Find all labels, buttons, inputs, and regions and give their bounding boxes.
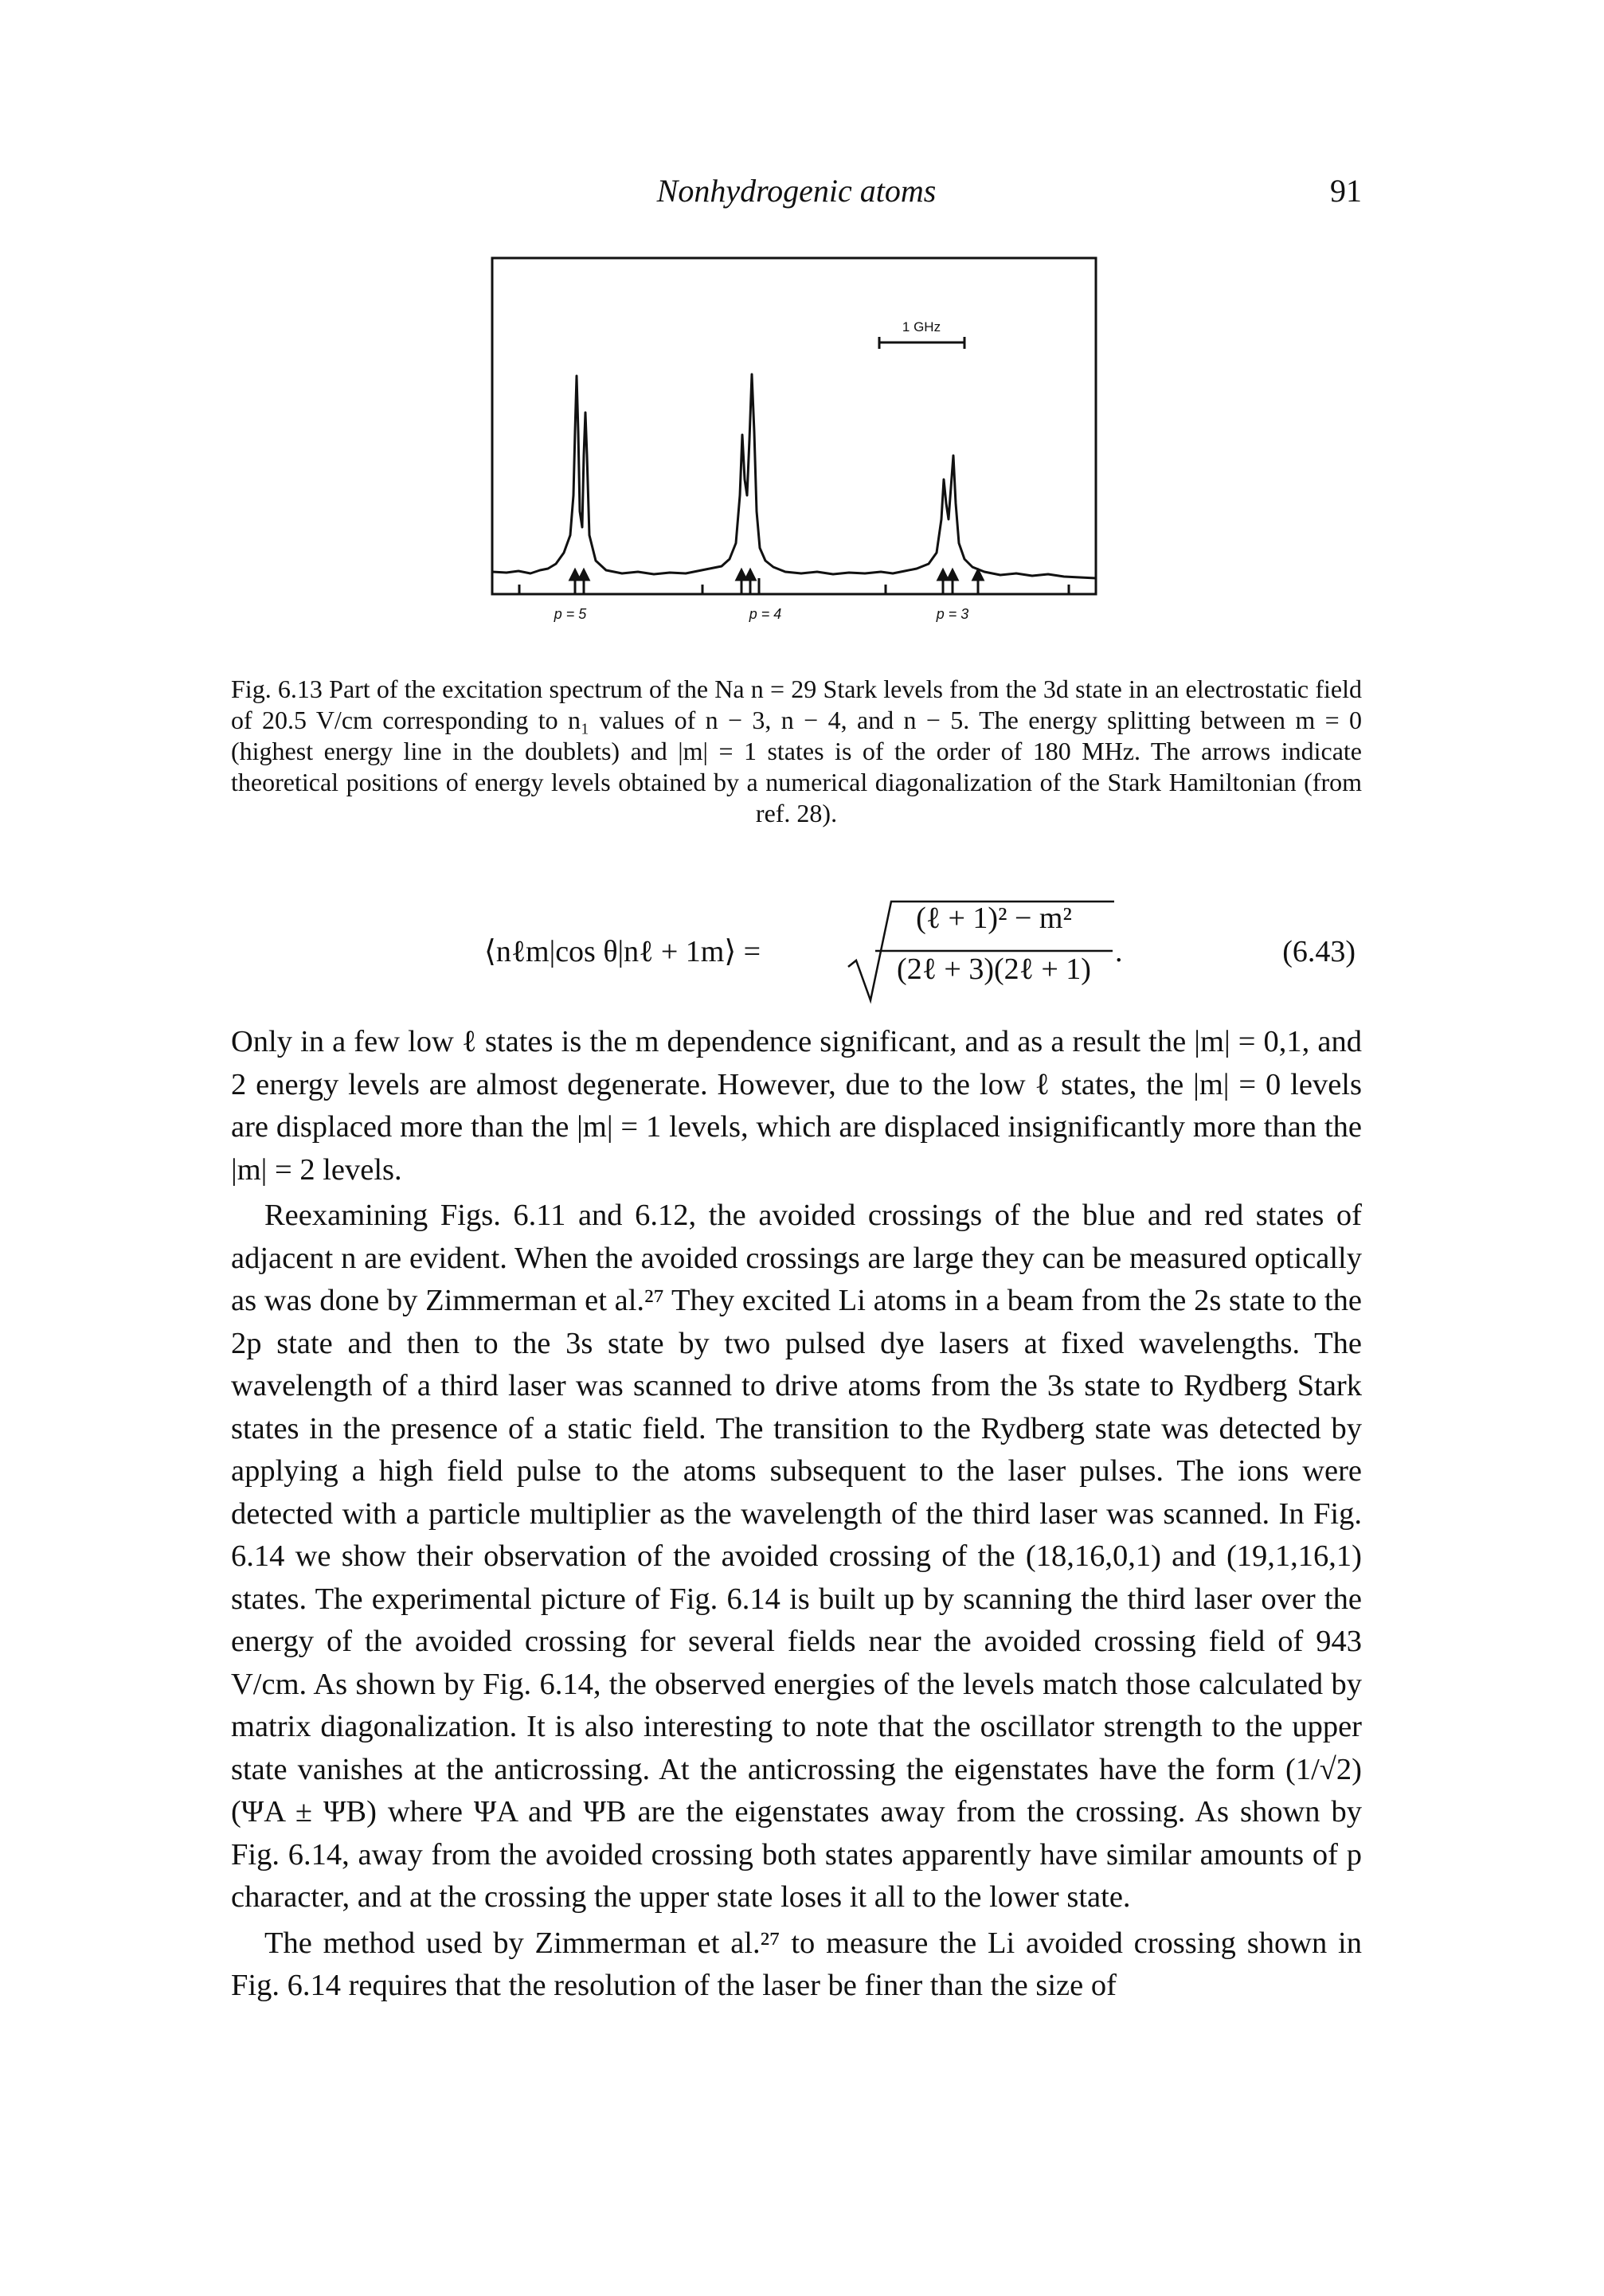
running-head: Nonhydrogenic atoms 91	[231, 167, 1362, 215]
equation-lhs: ⟨nℓm|cos θ|nℓ + 1m⟩ =	[484, 935, 761, 968]
axis-ticks	[518, 585, 1070, 594]
theory-arrows	[568, 567, 985, 594]
running-title: Nonhydrogenic atoms	[656, 173, 937, 209]
plot-frame	[491, 256, 1097, 596]
equation-6-43: ⟨nℓm|cos θ|nℓ + 1m⟩ = (ℓ + 1)² − m² (2ℓ …	[231, 897, 1362, 1008]
paragraph: Only in a few low ℓ states is the m depe…	[231, 1025, 1362, 1187]
equation-expression: ⟨nℓm|cos θ|nℓ + 1m⟩ = (ℓ + 1)² − m² (2ℓ …	[484, 897, 1201, 1008]
body-text: Only in a few low ℓ states is the m depe…	[231, 1021, 1362, 2011]
square-root-sign	[847, 900, 1114, 1004]
page-number: 91	[1330, 173, 1362, 209]
equation-period: .	[1115, 935, 1123, 968]
figure-caption: Fig. 6.13 Part of the excitation spectru…	[231, 675, 1362, 827]
equation-numerator: (ℓ + 1)² − m²	[916, 902, 1072, 935]
figure-6-13: 1 GHz p = 5 p = 4 p = 3	[491, 256, 1099, 631]
spectrum-trace	[491, 373, 1097, 580]
group-label-p3: p = 3	[936, 606, 969, 622]
equation-denominator: (2ℓ + 3)(2ℓ + 1)	[897, 952, 1091, 986]
equation-number: (6.43)	[1282, 935, 1356, 968]
group-label-p5: p = 5	[554, 606, 588, 622]
group-label-p4: p = 4	[749, 606, 782, 622]
spectrum-plot: 1 GHz p = 5 p = 4 p = 3	[491, 256, 1097, 622]
scale-bar-label: 1 GHz	[902, 319, 941, 334]
paragraph: The method used by Zimmerman et al.²⁷ to…	[231, 1926, 1362, 2003]
paragraph: Reexamining Figs. 6.11 and 6.12, the avo…	[231, 1199, 1362, 1914]
